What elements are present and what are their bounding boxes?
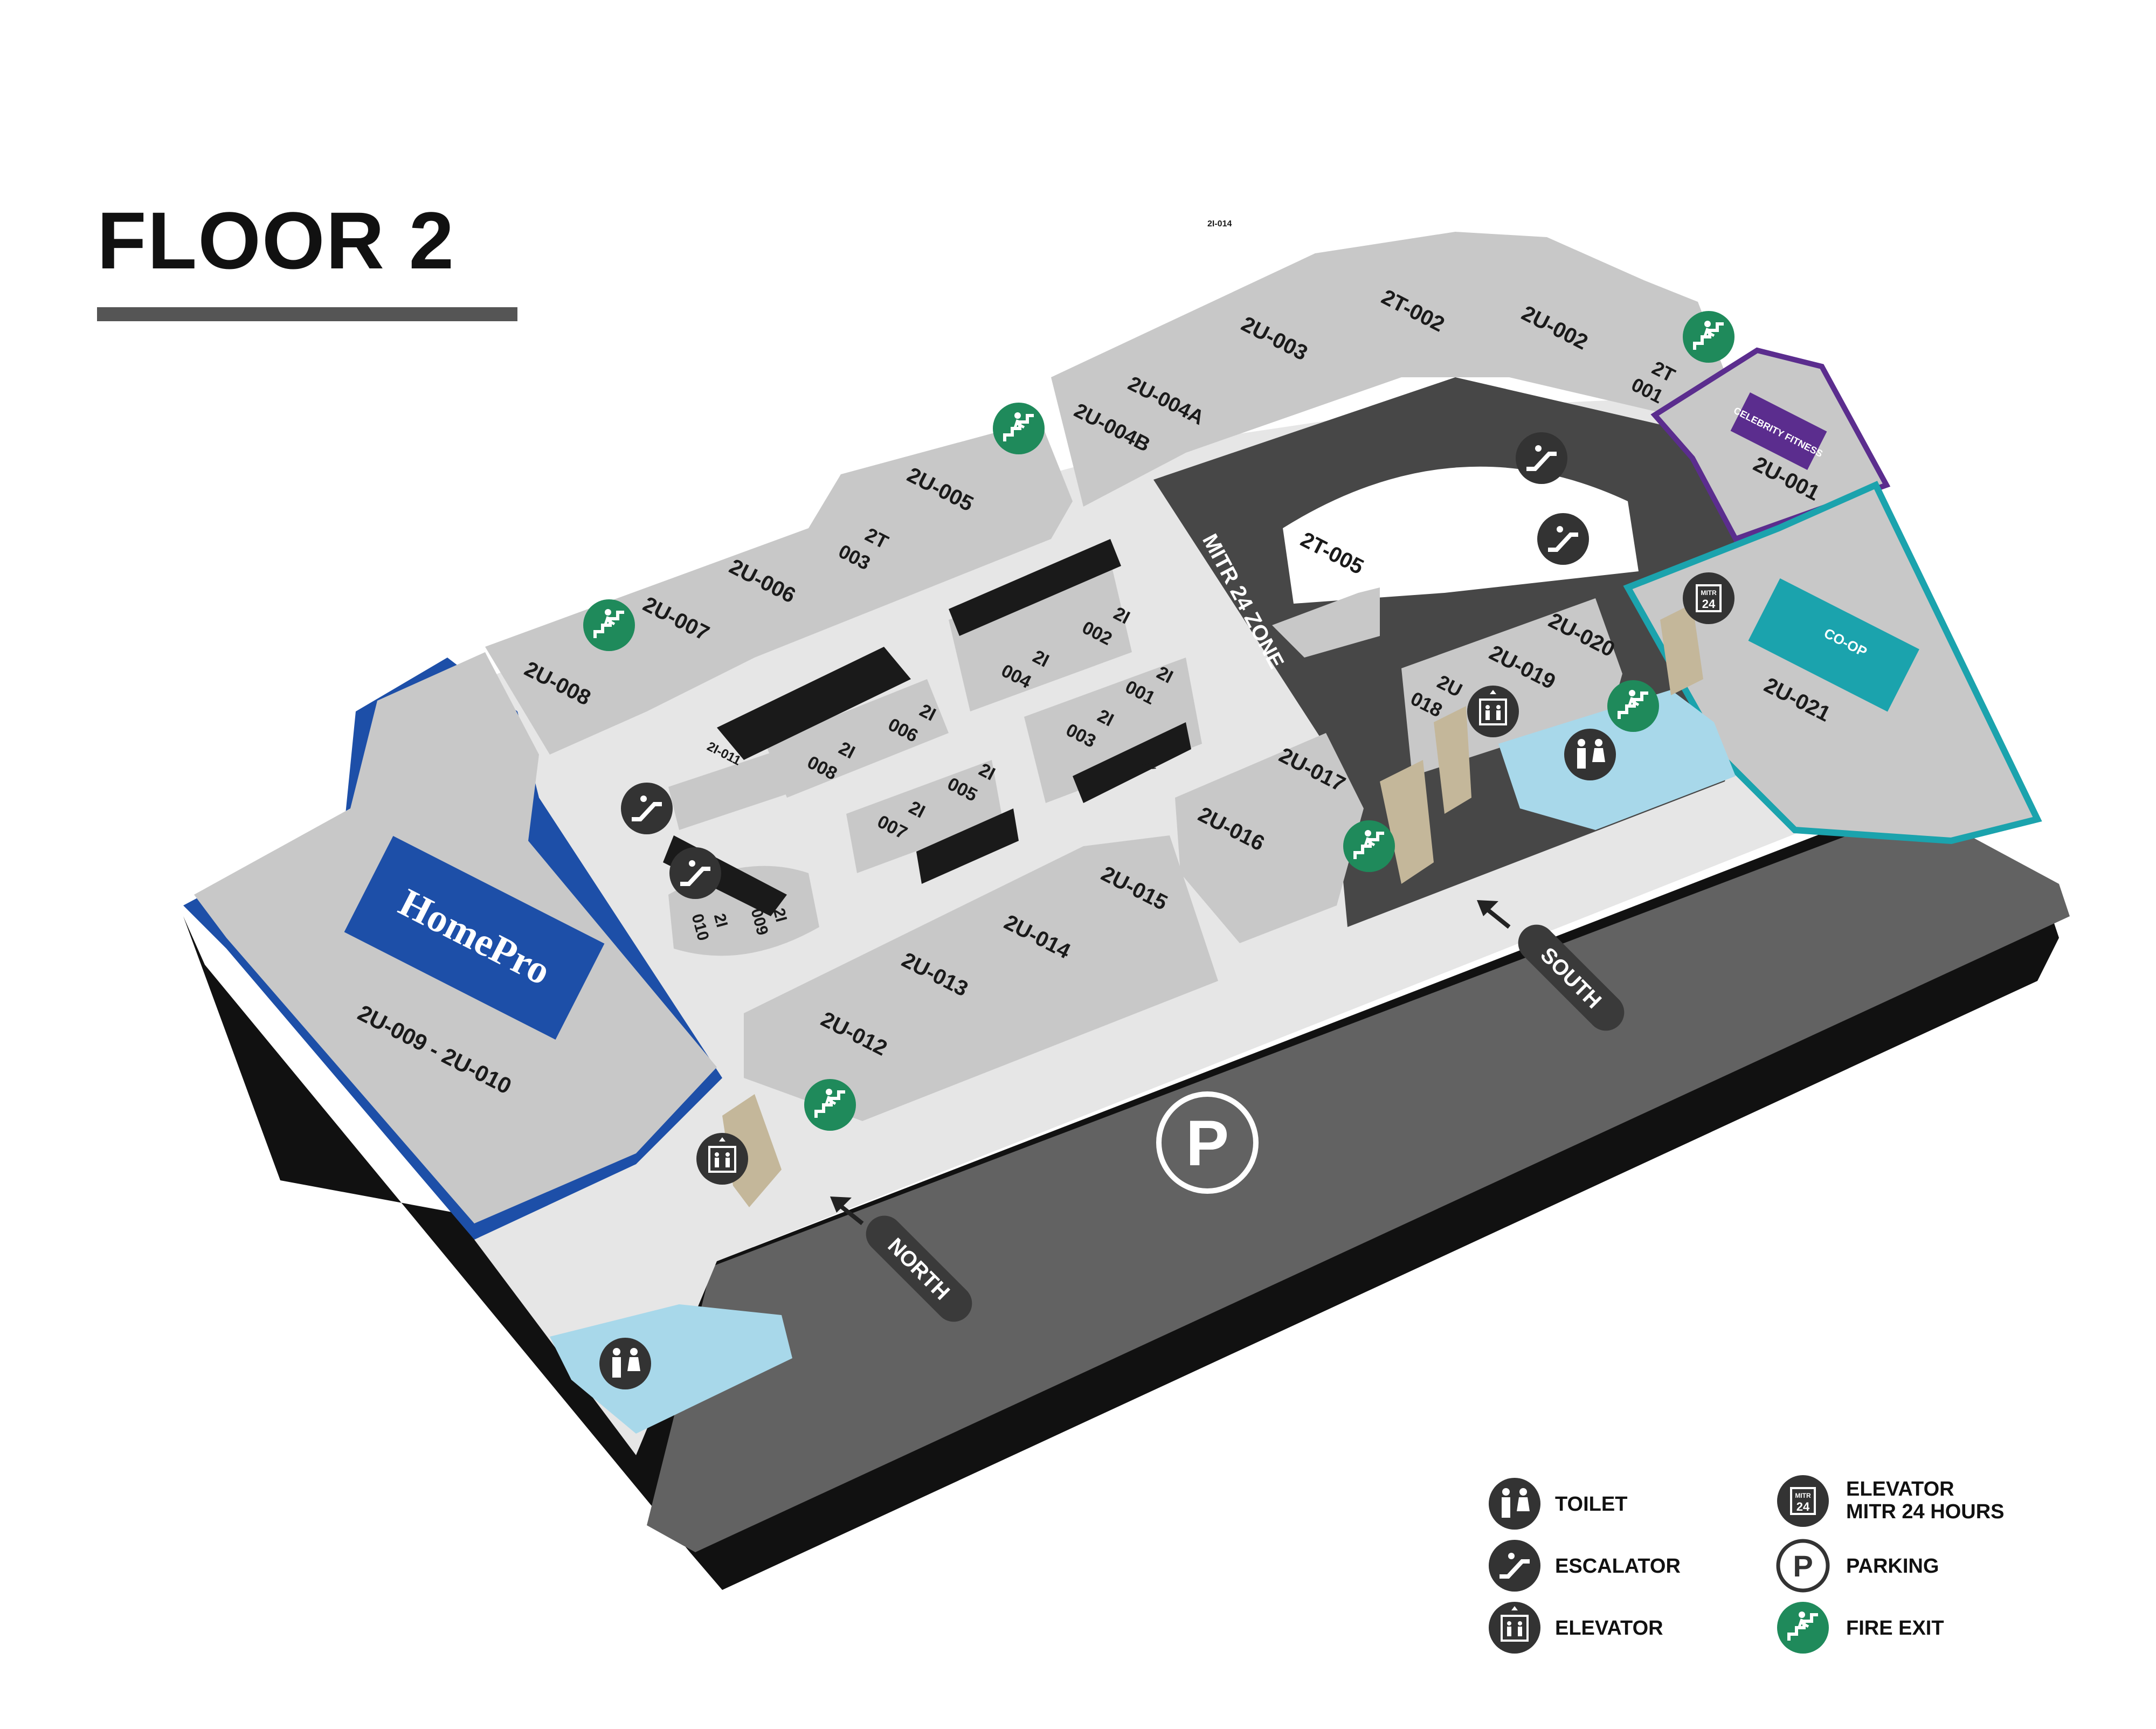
island-shops <box>668 561 1622 1121</box>
floor-title: FLOOR 2 <box>97 195 455 286</box>
fire-exit-icon <box>1607 680 1659 732</box>
fire-exit-icon <box>1343 820 1395 872</box>
legend-elevator: ELEVATOR <box>1555 1617 1663 1640</box>
elevator-icon <box>695 1132 749 1186</box>
escalator-icon <box>1537 513 1589 565</box>
legend-escalator-icon <box>1489 1540 1540 1592</box>
toilet-area-south <box>1498 690 1736 830</box>
escalator-icon <box>621 783 673 834</box>
shop-strip-west <box>485 420 1073 755</box>
toilet-area-north <box>550 1304 792 1434</box>
escalator-icon <box>669 847 721 899</box>
shop-strip-north <box>1051 232 1725 507</box>
parking-marker: P <box>1156 1091 1259 1194</box>
legend-escalator: ESCALATOR <box>1555 1555 1681 1578</box>
unit-2i-012: 2I-012 <box>1131 762 1157 773</box>
legend-elevator24-line1: ELEVATOR <box>1846 1478 1954 1500</box>
parking-area <box>647 808 2070 1552</box>
legend-elevator-icon <box>1488 1601 1542 1655</box>
title-underline <box>97 307 517 321</box>
legend-fire-exit: FIRE EXIT <box>1846 1617 1944 1640</box>
coop-logo <box>1748 578 1919 712</box>
legend-elevator24-icon <box>1776 1474 1830 1528</box>
toilet-icon <box>1564 729 1616 780</box>
elevator-24h-icon <box>1682 571 1736 625</box>
atrium-void <box>1283 466 1639 604</box>
fire-exit-icon <box>993 403 1045 454</box>
escalator-icon <box>1516 432 1567 484</box>
fire-exit-icon <box>583 599 635 651</box>
legend-parking-icon <box>1778 1541 1828 1590</box>
fire-exit-icon <box>1683 311 1735 363</box>
legend: TOILET ESCALATOR ELEVATOR ELEVATOR MITR … <box>1488 1474 2004 1655</box>
toilet-icon <box>599 1338 651 1389</box>
legend-toilet-icon <box>1489 1478 1540 1530</box>
elevator-icon <box>1466 684 1520 738</box>
fire-exit-icon <box>804 1079 856 1131</box>
legend-parking: PARKING <box>1846 1555 1939 1578</box>
unit-2i-014: 2I-014 <box>1207 219 1232 229</box>
legend-fire-exit-icon <box>1777 1602 1829 1654</box>
celebrity-fitness-logo <box>1730 392 1827 470</box>
homepro-sign <box>344 836 605 1040</box>
legend-toilet: TOILET <box>1555 1493 1627 1516</box>
svg-text:P: P <box>1186 1107 1229 1179</box>
legend-elevator24-line2: MITR 24 HOURS <box>1846 1500 2004 1523</box>
